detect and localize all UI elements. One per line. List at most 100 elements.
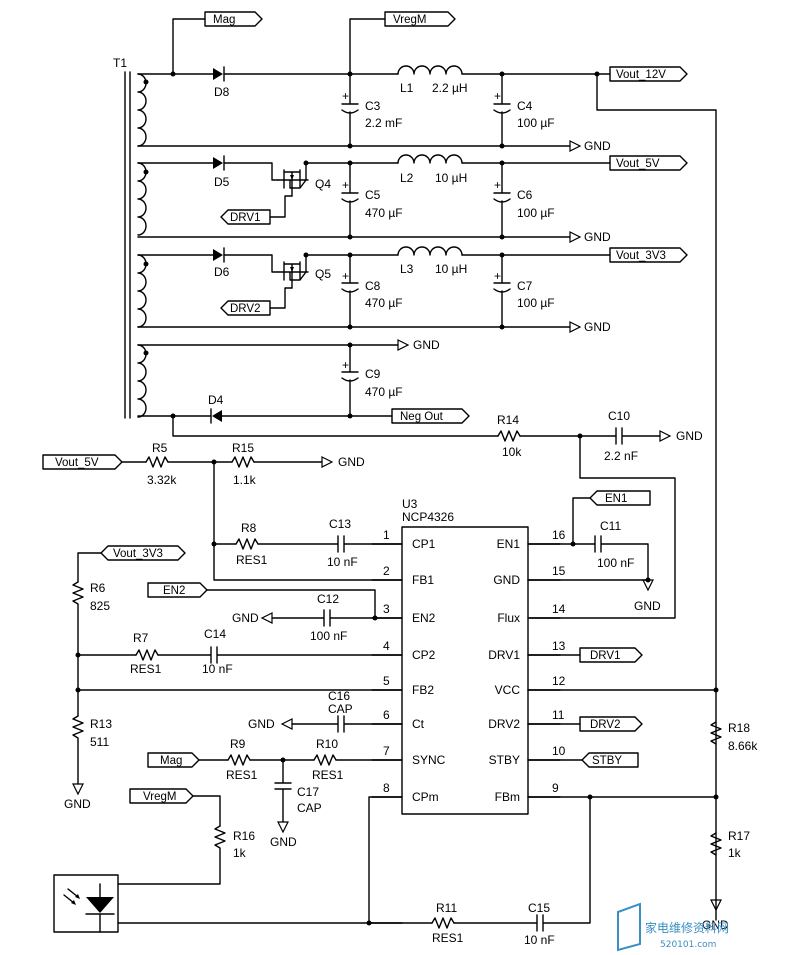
pin-num-left: 7 (383, 744, 390, 758)
port-en1: EN1 (605, 493, 627, 505)
pin-num-right: 15 (552, 564, 566, 578)
pin-num-right: 11 (552, 708, 565, 722)
label-r8: R8 (241, 521, 257, 535)
pin-name-right: FBm (495, 790, 520, 804)
label-c11: C11 (600, 519, 621, 533)
label-c9: C9 (365, 367, 381, 381)
pin-num-right: 10 (552, 744, 566, 758)
label-r8-value: RES1 (236, 553, 268, 567)
label-d5: D5 (214, 175, 230, 189)
port-vout-3v3: Vout_3V3 (616, 250, 666, 262)
pin-num-left: 8 (383, 781, 390, 795)
gnd-label-9: GND (248, 717, 275, 731)
label-d8: D8 (214, 85, 230, 99)
label-r18-value: 8.66k (728, 739, 758, 753)
label-r11-value: RES1 (432, 931, 464, 945)
pin-name-left: CPm (412, 790, 439, 804)
label-c4: C4 (517, 99, 533, 113)
pin-num-right: 13 (552, 639, 566, 653)
label-c12: C12 (317, 592, 339, 606)
watermark: 家电维修资料网 520101.com (617, 902, 729, 952)
label-u3: U3 (402, 497, 418, 511)
label-c13: C13 (329, 517, 351, 531)
pin-num-left: 1 (383, 528, 390, 542)
label-c9-value: 470 µF (365, 385, 403, 399)
svg-text:+: + (494, 89, 501, 103)
label-c3-value: 2.2 mF (365, 116, 402, 130)
svg-text:+: + (342, 358, 349, 372)
pin-name-right: Flux (497, 611, 520, 625)
label-c15-value: 10 nF (524, 933, 555, 947)
label-l1-value: 2.2 µH (432, 81, 468, 95)
label-r6-value: 825 (90, 599, 110, 613)
label-r6: R6 (90, 581, 106, 595)
label-u3-part: NCP4326 (402, 510, 454, 524)
port-neg-out: Neg Out (400, 411, 444, 423)
label-r14-value: 10k (502, 445, 522, 459)
label-d4: D4 (208, 393, 224, 407)
pin-name-right: EN1 (497, 537, 521, 551)
port-vout-5v: Vout_5V (616, 158, 660, 170)
label-r14: R14 (497, 413, 519, 427)
port-vout-12v: Vout_12V (616, 69, 666, 81)
pin-num-left: 3 (383, 602, 390, 616)
label-q5: Q5 (315, 267, 331, 281)
port-tags: Mag VregM Vout_12V Vout_5V Vout_3V3 DRV1… (204, 11, 688, 424)
port-drv1-out: DRV1 (590, 650, 620, 662)
label-c12-value: 100 nF (310, 629, 347, 643)
pin-name-left: CP2 (412, 648, 436, 662)
gnd-label-10: GND (270, 835, 297, 849)
label-r10-value: RES1 (312, 768, 344, 782)
pin-num-left: 6 (383, 708, 390, 722)
label-r5-value: 3.32k (147, 473, 177, 487)
port-drv2-out: DRV2 (590, 719, 620, 731)
label-r17: R17 (728, 829, 750, 843)
pin-num-left: 4 (383, 639, 390, 653)
gnd-label-5: GND (676, 429, 703, 443)
svg-text:+: + (494, 269, 501, 283)
label-c10-value: 2.2 nF (604, 449, 638, 463)
label-d6: D6 (214, 265, 230, 279)
port-drv2: DRV2 (230, 303, 260, 315)
label-t1: T1 (113, 56, 127, 70)
port-mag: Mag (213, 14, 235, 26)
label-c8-value: 470 µF (365, 296, 403, 310)
svg-text:+: + (342, 178, 349, 192)
label-c5: C5 (365, 188, 381, 202)
label-c15: C15 (528, 901, 550, 915)
port-drv1: DRV1 (230, 212, 260, 224)
pin-name-right: GND (493, 573, 520, 587)
label-l3: L3 (400, 262, 414, 276)
section-neg: GND + C9 470 µF D4 R14 10k GND C10 2.2 n… (137, 338, 703, 619)
label-r5: R5 (152, 441, 168, 455)
port-vout-5v-in: Vout_5V (55, 457, 99, 469)
transformer-t1: T1 (113, 56, 149, 419)
label-r13-value: 511 (90, 735, 109, 749)
pin-num-right: 9 (552, 781, 559, 795)
label-c16: C16 (328, 689, 350, 703)
right-network: EN1 C11 100 nF GND DRV1 DRV2 STBY R18 8.… (366, 490, 758, 947)
section-3v3: D6 Q5 L3 10 µH + C8 470 µF + C7 100 µF G… (137, 246, 611, 334)
label-c17-value: CAP (297, 801, 322, 815)
port-vregm: VregM (393, 14, 426, 26)
label-r15-value: 1.1k (233, 473, 257, 487)
port-stby: STBY (592, 755, 622, 767)
section-12v: D8 L1 2.2 µH + C3 2.2 mF + C4 100 µF GND (137, 18, 717, 921)
label-c17: C17 (297, 785, 319, 799)
label-c3: C3 (365, 99, 381, 113)
svg-text:+: + (342, 89, 349, 103)
label-r16-value: 1k (233, 846, 247, 860)
label-l2: L2 (400, 171, 414, 185)
svg-text:+: + (494, 178, 501, 192)
label-q4: Q4 (315, 177, 331, 191)
label-c6-value: 100 µF (517, 206, 555, 220)
gnd-label-1: GND (584, 139, 611, 153)
pin-name-right: VCC (495, 683, 521, 697)
label-c11-value: 100 nF (597, 556, 634, 570)
left-network: Vout_5V R5 3.32k R15 1.1k GND R8 RES1 C1… (42, 441, 403, 885)
label-r15: R15 (232, 441, 254, 455)
pin-name-left: FB1 (412, 573, 434, 587)
pin-name-right: DRV2 (488, 717, 520, 731)
label-c5-value: 470 µF (365, 206, 403, 220)
label-l2-value: 10 µH (435, 171, 467, 185)
